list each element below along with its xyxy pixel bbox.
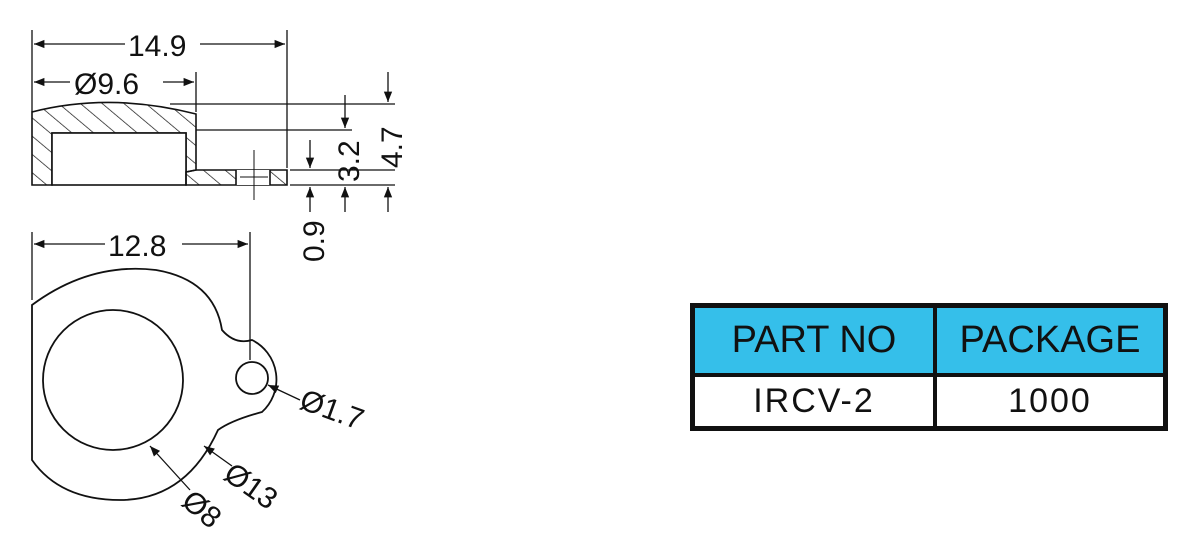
dim-outer-diameter: Ø13 <box>218 457 283 517</box>
dim-hole-offset: 12.8 <box>108 230 166 263</box>
dim-inner-height: 3.2 <box>333 140 366 182</box>
top-view <box>31 267 278 501</box>
inner-circle <box>42 309 184 451</box>
dim-height: 4.7 <box>376 126 409 168</box>
dim-hole-diameter: Ø1.7 <box>296 384 368 437</box>
spec-table: PART NO PACKAGE IRCV-2 1000 <box>690 303 1168 431</box>
cell-part-no: IRCV-2 <box>695 377 933 426</box>
dim-inner-diameter: Ø8 <box>176 484 228 535</box>
cap-recess <box>51 132 187 186</box>
side-view <box>31 101 288 200</box>
dim-tab-thickness: 0.9 <box>298 220 331 262</box>
side-dimensions <box>31 30 395 212</box>
header-package: PACKAGE <box>937 308 1163 373</box>
top-dimensions <box>31 232 301 491</box>
header-part-no: PART NO <box>695 308 933 373</box>
dim-overall-width: 14.9 <box>128 30 186 63</box>
cap-outline <box>31 267 278 501</box>
dim-cap-diameter: Ø9.6 <box>74 68 139 101</box>
cell-package: 1000 <box>937 377 1163 426</box>
mount-hole <box>235 361 269 395</box>
